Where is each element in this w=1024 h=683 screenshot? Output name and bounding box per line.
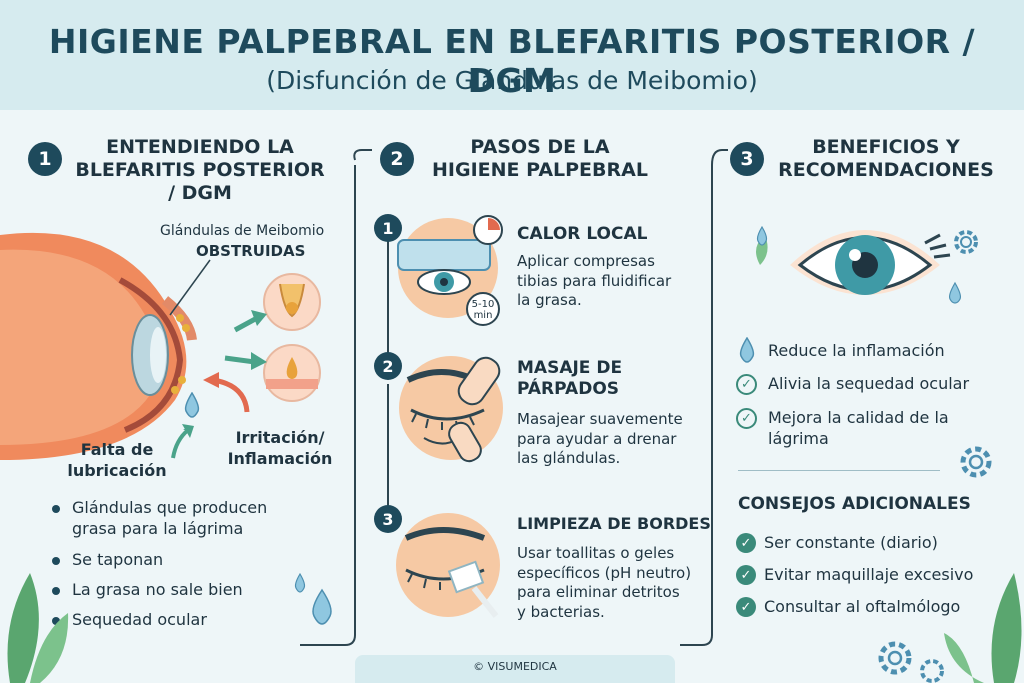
section-1-heading: ENTENDIENDO LA BLEFARITIS POSTERIOR / DG… [75,136,325,204]
step-3-text: Usar toallitas o geles específicos (pH n… [517,544,692,621]
benefit-2: Alivia la sequedad ocular [768,374,970,393]
tip-item: Consultar al oftalmólogo [764,597,961,616]
check-icon: ✓ [736,565,756,585]
benefit-3: Mejora la calidad de la lágrima [768,408,949,448]
drop-icon [184,392,200,418]
check-icon: ✓ [736,408,757,429]
eye-cross-section-illustration [0,232,211,460]
page-title: HIGIENE PALPEBRAL EN BLEFARITIS POSTERIO… [48,22,976,100]
section-3-heading: BENEFICIOS Y RECOMENDACIONES [778,136,994,181]
leaf-decoration-icon [7,573,69,683]
leaf-decoration-icon [944,573,1022,683]
page-subtitle: (Disfunción de Glándulas de Meibomio) [266,66,758,95]
water-drops-icon [294,572,332,625]
check-icon: ✓ [736,533,756,553]
bullet-item: Glándulas que producen grasa para la lág… [52,498,312,540]
tip-item: Ser constante (diario) [764,533,938,552]
footer-bar [355,655,675,683]
label-irritation: Irritación/ Inflamación [227,428,333,468]
label-lack-of-lubrication: Falta de lubricación [67,440,167,480]
section-2-number: 2 [380,142,414,176]
tips-heading: CONSEJOS ADICIONALES [738,494,971,514]
lubrication-arrow-icon [171,424,194,459]
section-divider [738,470,940,471]
step-3-number: 3 [374,505,402,533]
warm-compress-illustration [397,215,503,318]
check-icon: ✓ [736,374,757,395]
gear-icon [954,230,978,254]
lid-cleaning-illustration [396,513,500,618]
bullet-item: Sequedad ocular [52,610,207,629]
step-2-number: 2 [374,352,402,380]
section-1-number: 1 [28,142,62,176]
section-3-number: 3 [730,142,764,176]
gear-icon [960,446,992,478]
step-1-text: Aplicar compresas tibias para fluidifica… [517,252,672,309]
step-3-title: LIMPIEZA DE BORDES [517,514,711,533]
step-2-text: Masajear suavemente para ayudar a drenar… [517,410,683,467]
header-banner [0,0,1024,110]
step-2-title: MASAJE DE PÁRPADOS [517,358,623,400]
timer-badge: 5-10 min [466,292,500,326]
footer-credit: © VISUMEDICA [473,660,557,673]
drop-icon [739,337,755,363]
step-1-number: 1 [374,214,402,242]
bullet-item: La grasa no sale bien [52,580,243,599]
step-1-title: CALOR LOCAL [517,224,648,244]
label-obstructed: OBSTRUIDAS [196,242,306,260]
healthy-eye-illustration [756,225,962,304]
bullet-item: Se taponan [51,550,164,569]
gland-blocked-icon [263,273,321,331]
gears-icon [878,641,944,683]
tip-item: Evitar maquillaje excesivo [764,565,974,584]
section-2-heading: PASOS DE LA HIGIENE PALPEBRAL [432,136,648,181]
eyelid-massage-illustration [399,356,503,463]
check-icon: ✓ [736,597,756,617]
label-meibomian-glands: Glándulas de Meibomio [160,223,325,239]
gland-secretion-icon [263,344,321,402]
benefit-1: Reduce la inflamación [768,341,945,360]
